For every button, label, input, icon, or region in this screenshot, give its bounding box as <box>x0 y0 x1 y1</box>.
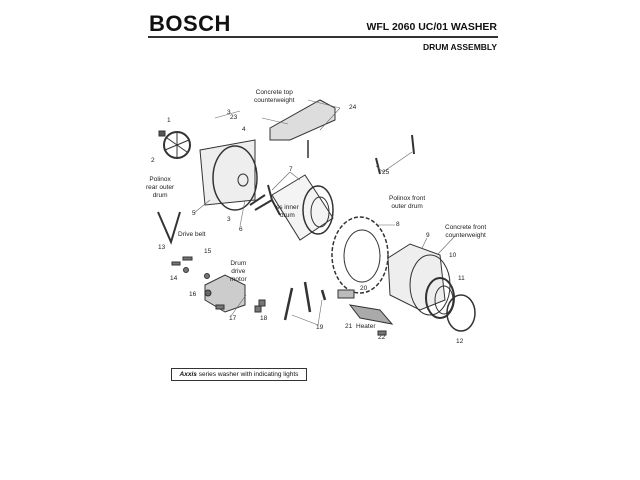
callout-3: 3 <box>227 109 231 116</box>
callout-1: 1 <box>167 117 171 124</box>
pulley-part <box>163 131 191 159</box>
note-series-name: Axxis <box>179 371 197 378</box>
leader-lines <box>193 99 456 326</box>
callout-22: 22 <box>378 334 386 341</box>
front-outer-drum-part <box>331 216 389 294</box>
callout-19: 19 <box>316 324 324 331</box>
callout-heater: Heater <box>356 323 376 330</box>
note-text: series washer with indicating lights <box>196 371 299 378</box>
callout-16: 16 <box>189 291 197 298</box>
callout-10: 10 <box>449 252 457 259</box>
callout-24: 24 <box>349 104 357 111</box>
model-title: WFL 2060 UC/01 WASHER <box>366 21 497 33</box>
callout-15: 15 <box>204 248 212 255</box>
callout-8: 8 <box>396 221 400 228</box>
heater-part <box>348 304 394 325</box>
top-counterweight-part <box>269 99 336 158</box>
inner-drum-part <box>271 174 334 241</box>
drive-belt-part <box>157 211 181 245</box>
heater-bracket-part <box>337 289 355 299</box>
shock-absorber-part <box>283 281 327 321</box>
model-note-box: Axxis series washer with indicating ligh… <box>171 368 307 381</box>
spider-bracket-part <box>249 184 281 216</box>
drive-motor-part <box>204 274 246 313</box>
callout-7: 7 <box>289 166 293 173</box>
callout-front-outer-drum: Polinox front outer drum <box>389 195 426 210</box>
callout-front-counterweight: Concrete front counterweight <box>445 224 487 239</box>
callout-drum-drive-motor: Drum drive motor <box>230 260 247 283</box>
callout-12: 12 <box>456 338 464 345</box>
callout-13: 13 <box>158 244 166 251</box>
callout-21: 21 <box>345 323 353 330</box>
callout-25: 25 <box>382 169 390 176</box>
section-title: DRUM ASSEMBLY <box>423 42 497 52</box>
front-counterweight-part <box>387 243 446 311</box>
screw-part <box>158 130 166 137</box>
callout-9: 9 <box>426 232 430 239</box>
callout-17: 17 <box>229 315 237 322</box>
brand-logo: BOSCH <box>149 11 231 36</box>
callout-4: 4 <box>242 126 246 133</box>
callout-drive-belt: Drive belt <box>178 231 206 238</box>
callout-6: 6 <box>239 226 243 233</box>
callout-18: 18 <box>260 315 268 322</box>
callout-14: 14 <box>170 275 178 282</box>
callout-top-counterweight: Concrete top counterweight <box>254 89 295 104</box>
seal-ring-part <box>446 294 476 332</box>
callout-23: 23 <box>230 114 238 121</box>
callout-inner-drum: ss inner drum <box>276 204 299 219</box>
spring-part <box>375 134 415 175</box>
callout-5: 5 <box>192 210 196 217</box>
header-divider <box>148 36 498 38</box>
callout-11: 11 <box>458 275 465 282</box>
small-fasteners <box>171 256 387 336</box>
callout-rear-outer-drum: Polinox rear outer drum <box>146 176 175 199</box>
callout-2: 2 <box>151 157 155 164</box>
rear-outer-drum-part <box>199 139 258 211</box>
callout-3b: 3 <box>227 216 231 223</box>
callout-20: 20 <box>360 285 368 292</box>
